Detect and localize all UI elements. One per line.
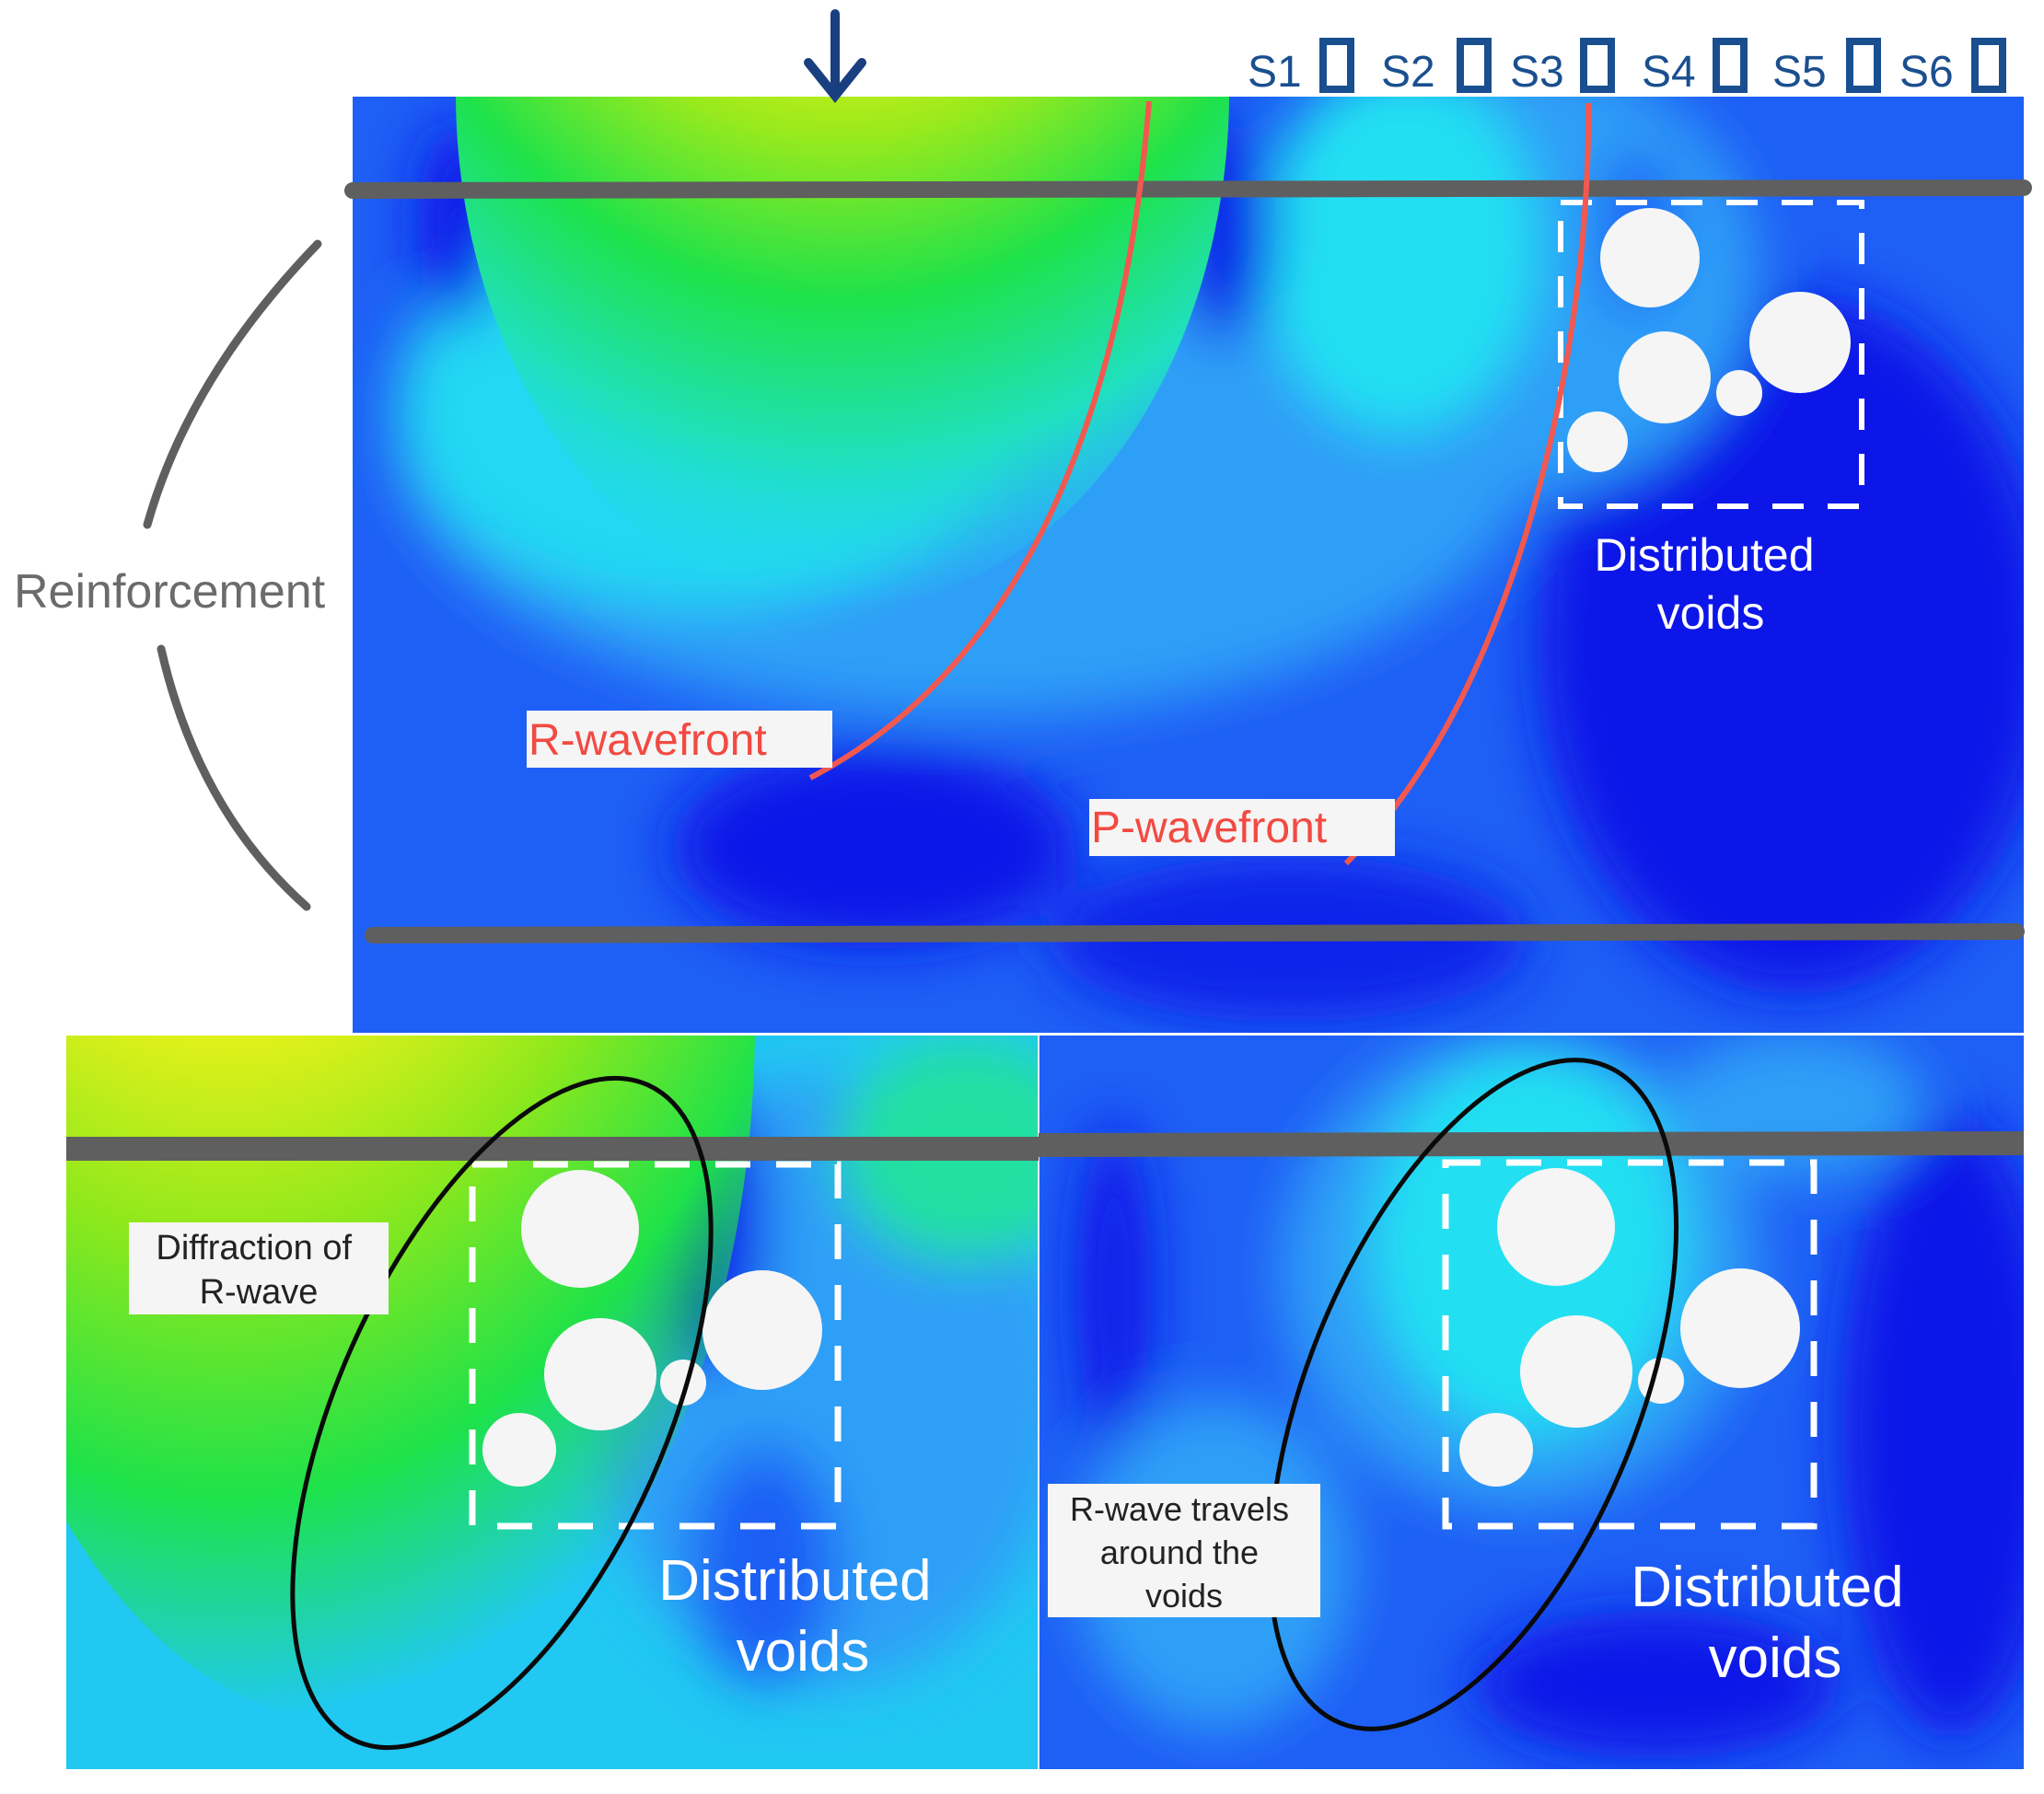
distributed-voids-label-top: Distributed voids bbox=[1595, 529, 1828, 639]
travel-around-label: R-wave travels around the voids bbox=[1048, 1484, 1320, 1617]
sensor-label-s6: S6 bbox=[1899, 48, 1954, 97]
voids-region-box-left bbox=[469, 1161, 842, 1530]
sensor-square-icon bbox=[1319, 38, 1354, 93]
sensor-square-icon bbox=[1846, 38, 1881, 93]
voids-region-box-top bbox=[1558, 200, 1864, 509]
sensor-square-icon bbox=[1971, 38, 2006, 93]
top-rebar bbox=[344, 179, 2032, 199]
diffraction-label: Diffraction of R-wave bbox=[129, 1222, 389, 1314]
svg-text:P-wavefront: P-wavefront bbox=[1091, 804, 1327, 852]
svg-text:R-wavefront: R-wavefront bbox=[528, 716, 767, 765]
svg-text:R-wave travels around th: R-wave travels around the voids bbox=[1070, 1490, 1298, 1615]
source-energy-region bbox=[456, 97, 1229, 608]
svg-text:Diffraction of R-wave: Diffraction of R-wave bbox=[156, 1229, 361, 1312]
reinforcement-brace-upper bbox=[143, 239, 322, 529]
sensor-square-icon bbox=[1713, 38, 1748, 93]
travel-around-highlight-ellipse bbox=[1267, 1058, 1679, 1731]
reinforcement-brace-lower bbox=[157, 644, 311, 911]
sensor-row: S1 S2 S3 S4 S5 S6 bbox=[1248, 38, 2006, 97]
voids-bottom-right bbox=[1459, 1168, 1800, 1487]
voids-region-box-right bbox=[1442, 1159, 1818, 1530]
main-wavefield-panel bbox=[353, 97, 2024, 1033]
voids-top bbox=[1567, 208, 1851, 472]
sensor-square-icon bbox=[1457, 38, 1492, 93]
reinforcement-label: Reinforcement bbox=[14, 565, 326, 619]
r-wavefront-curve bbox=[808, 100, 1152, 781]
sensor-label-s5: S5 bbox=[1772, 48, 1827, 97]
sensor-label-s2: S2 bbox=[1381, 48, 1435, 97]
voids-bottom-left bbox=[482, 1170, 822, 1487]
sensor-label-s3: S3 bbox=[1510, 48, 1564, 97]
sensor-square-icon bbox=[1580, 38, 1615, 93]
rebar-zoom-right bbox=[1038, 1131, 2025, 1157]
distributed-voids-label-right: Distributed voids bbox=[1631, 1556, 1920, 1690]
p-wavefront-curve bbox=[1343, 102, 1592, 866]
sensor-label-s1: S1 bbox=[1248, 48, 1302, 97]
distributed-voids-label-left: Distributed voids bbox=[658, 1549, 947, 1684]
diffraction-highlight-ellipse bbox=[290, 1075, 714, 1751]
p-wavefront-label: P-wavefront bbox=[1089, 799, 1395, 856]
sensor-label-s4: S4 bbox=[1642, 48, 1696, 97]
bottom-rebar bbox=[365, 923, 2025, 943]
r-wavefront-label: R-wavefront bbox=[527, 711, 832, 768]
down-arrow-icon bbox=[804, 9, 866, 103]
